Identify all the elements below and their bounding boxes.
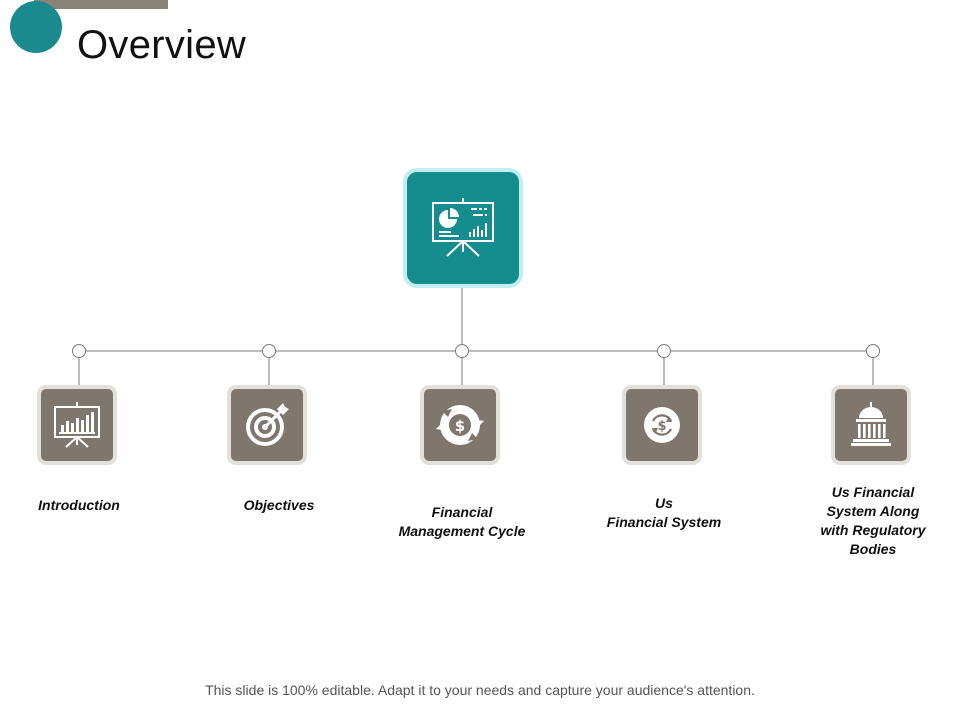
node-label-us-financial-system: Us Financial System [606,495,722,530]
svg-text:$: $ [455,417,465,435]
connector-node-1 [72,344,86,358]
dollar-cycle-icon: $ [436,405,484,445]
node-introduction[interactable] [37,385,117,465]
connector-node-3 [455,344,469,358]
center-node[interactable] [403,168,523,288]
presentation-board-chart-icon [432,198,494,257]
capitol-building-icon [851,402,891,446]
dollar-coin-refresh-icon: $ [644,407,680,443]
slide-title: Overview [77,23,247,67]
node-objectives[interactable] [227,385,307,465]
node-us-financial-system-regulatory[interactable] [831,385,911,465]
slide-footer-note: This slide is 100% editable. Adapt it to… [205,682,755,698]
svg-text:$: $ [657,419,666,434]
presentation-bar-chart-icon [54,402,100,448]
connector-node-2 [262,344,276,358]
node-label-financial-management-cycle: Financial Management Cycle [398,504,526,539]
node-label-us-financial-system-regulatory: Us Financial System Along with Regulator… [820,484,926,557]
node-label-introduction: Introduction [38,497,120,513]
node-us-financial-system[interactable]: $ [622,385,702,465]
connector-node-4 [657,344,671,358]
header-accent-circle [10,1,62,53]
node-financial-management-cycle[interactable]: $ [420,385,500,465]
target-arrow-icon [246,403,289,446]
connector-node-5 [866,344,880,358]
node-label-objectives: Objectives [243,497,315,513]
header-accent-bar [34,0,168,9]
